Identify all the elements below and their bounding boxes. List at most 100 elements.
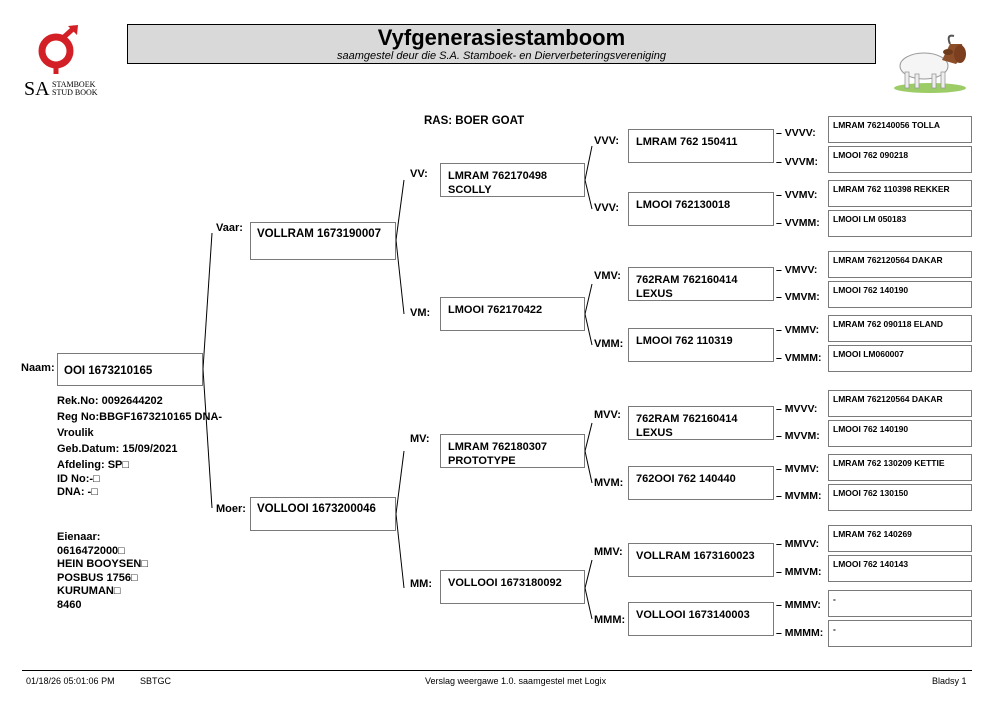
connector-line: [202, 232, 213, 370]
ancestor-13-name: LMOOI 762 140143: [833, 559, 909, 569]
sa-studbook-logo: SA STAMBOEK STUD BOOK: [22, 24, 108, 104]
grandparent-3-name: VOLLOOI 1673180092: [448, 577, 562, 589]
great-grandparent-0-label: VVV:: [594, 135, 620, 147]
grandparent-2-box: LMRAM 762180307 PROTOTYPE: [440, 434, 585, 468]
logo-studbook-text: STUD BOOK: [52, 88, 98, 97]
great-grandparent-4-box: 762RAM 762160414 LEXUS: [628, 406, 774, 440]
grandparent-0-name: LMRAM 762170498 SCOLLY: [448, 170, 548, 196]
connector-line: [584, 422, 593, 452]
ancestor-0-box: LMRAM 762140056 TOLLA: [828, 116, 972, 143]
great-grandparent-7-label: MMM:: [594, 614, 626, 626]
grandparent-0-box: LMRAM 762170498 SCOLLY: [440, 163, 585, 197]
grandparent-3-label: MM:: [410, 578, 432, 590]
connector-line: [395, 513, 405, 589]
connector-line: [584, 313, 593, 346]
boer-goat-illustration: [894, 34, 966, 93]
grandparent-1-label: VM:: [410, 307, 431, 319]
connector-line: [584, 283, 593, 315]
ancestor-2-box: LMRAM 762 110398 REKKER: [828, 180, 972, 207]
ancestor-13-box: LMOOI 762 140143: [828, 555, 972, 582]
grandparent-2-name: LMRAM 762180307 PROTOTYPE: [448, 441, 548, 467]
ancestor-6-label: – VMMV:: [776, 324, 820, 336]
great-grandparent-0-box: LMRAM 762 150411: [628, 129, 774, 163]
great-grandparent-6-box: VOLLRAM 1673160023: [628, 543, 774, 577]
ancestor-14-box: -: [828, 590, 972, 617]
owner-details: Eienaar:0616472000□HEIN BOOYSEN□POSBUS 1…: [57, 531, 148, 612]
connector-line: [395, 239, 405, 315]
ancestor-4-label: – VMVV:: [776, 264, 818, 276]
connector-line: [584, 587, 593, 620]
parent-0-label: Vaar:: [216, 222, 243, 234]
grandparent-0-label: VV:: [410, 168, 428, 180]
ancestor-1-label: – VVVM:: [776, 156, 819, 168]
ancestor-7-label: – VMMM:: [776, 352, 822, 364]
ancestor-3-name: LMOOI LM 050183: [833, 214, 907, 224]
animal-detail-line: Rek.No: 0092644202: [57, 395, 163, 407]
great-grandparent-7-name: VOLLOOI 1673140003: [636, 609, 750, 621]
ancestor-14-name: -: [833, 594, 836, 604]
great-grandparent-5-name: 762OOI 762 140440: [636, 473, 736, 485]
connector-line: [584, 559, 593, 589]
ancestor-6-name: LMRAM 762 090118 ELAND: [833, 319, 944, 329]
logo-sa-text: SA: [24, 78, 50, 100]
ancestor-4-box: LMRAM 762120564 DAKAR: [828, 251, 972, 278]
animal-detail-line: Vroulik: [57, 427, 94, 439]
animal-detail-line: Reg No:BBGF1673210165 DNA-: [57, 411, 223, 423]
ancestor-8-name: LMRAM 762120564 DAKAR: [833, 394, 943, 404]
footer-report-version: Verslag weergawe 1.0. saamgestel met Log…: [425, 676, 607, 686]
ancestor-2-label: – VVMV:: [776, 189, 818, 201]
parent-0-name: VOLLRAM 1673190007: [257, 228, 382, 240]
ancestor-2-name: LMRAM 762 110398 REKKER: [833, 184, 950, 194]
great-grandparent-3-box: LMOOI 762 110319: [628, 328, 774, 362]
great-grandparent-4-label: MVV:: [594, 409, 621, 421]
great-grandparent-1-label: VVV:: [594, 202, 620, 214]
ancestor-10-name: LMRAM 762 130209 KETTIE: [833, 458, 945, 468]
animal-detail-line: Geb.Datum: 15/09/2021: [57, 443, 178, 455]
footer-divider: [22, 670, 972, 671]
animal-name-box: OOI 1673210165: [57, 353, 203, 386]
ancestor-11-label: – MVMM:: [776, 490, 822, 502]
title-banner: Vyfgenerasiestamboom saamgestel deur die…: [127, 24, 876, 64]
grandparent-2-label: MV:: [410, 433, 430, 445]
great-grandparent-5-box: 762OOI 762 140440: [628, 466, 774, 500]
ancestor-5-name: LMOOI 762 140190: [833, 285, 909, 295]
animal-detail-line: DNA: -□: [57, 486, 98, 498]
ancestor-6-box: LMRAM 762 090118 ELAND: [828, 315, 972, 342]
grandparent-3-box: VOLLOOI 1673180092: [440, 570, 585, 604]
footer-code: SBTGC: [140, 676, 172, 686]
great-grandparent-5-label: MVM:: [594, 477, 624, 489]
footer-page-number: Bladsy 1: [932, 676, 967, 686]
great-grandparent-1-name: LMOOI 762130018: [636, 199, 731, 211]
great-grandparent-2-name: 762RAM 762160414 LEXUS: [636, 274, 738, 300]
ancestor-12-box: LMRAM 762 140269: [828, 525, 972, 552]
page-subtitle: saamgestel deur die S.A. Stamboek- en Di…: [337, 50, 666, 62]
great-grandparent-3-name: LMOOI 762 110319: [636, 335, 733, 347]
great-grandparent-7-box: VOLLOOI 1673140003: [628, 602, 774, 636]
parent-1-name: VOLLOOI 1673200046: [257, 503, 376, 515]
ancestor-9-box: LMOOI 762 140190: [828, 420, 972, 447]
animal-detail-line: ID No:-□: [57, 473, 100, 485]
ancestor-12-label: – MMVV:: [776, 538, 820, 550]
connector-line: [395, 179, 405, 241]
ancestor-10-label: – MVMV:: [776, 463, 820, 475]
ancestor-3-box: LMOOI LM 050183: [828, 210, 972, 237]
ancestor-15-box: -: [828, 620, 972, 647]
ancestor-13-label: – MMVM:: [776, 566, 822, 578]
parent-1-label: Moer:: [216, 503, 246, 515]
ancestor-11-box: LMOOI 762 130150: [828, 484, 972, 511]
owner-detail-line: KURUMAN□: [57, 585, 121, 597]
great-grandparent-1-box: LMOOI 762130018: [628, 192, 774, 226]
connector-line: [584, 179, 593, 210]
connector-line: [202, 368, 213, 509]
grandparent-1-box: LMOOI 762170422: [440, 297, 585, 331]
ancestor-14-label: – MMMV:: [776, 599, 821, 611]
page-title: Vyfgenerasiestamboom: [377, 25, 626, 50]
great-grandparent-4-name: 762RAM 762160414 LEXUS: [636, 413, 738, 439]
owner-detail-line: POSBUS 1756□: [57, 571, 138, 584]
connector-line: [395, 450, 405, 515]
ancestor-15-name: -: [833, 624, 836, 634]
ancestor-3-label: – VVMM:: [776, 217, 820, 229]
ancestor-8-label: – MVVV:: [776, 403, 818, 415]
ancestor-1-name: LMOOI 762 090218: [833, 150, 909, 160]
